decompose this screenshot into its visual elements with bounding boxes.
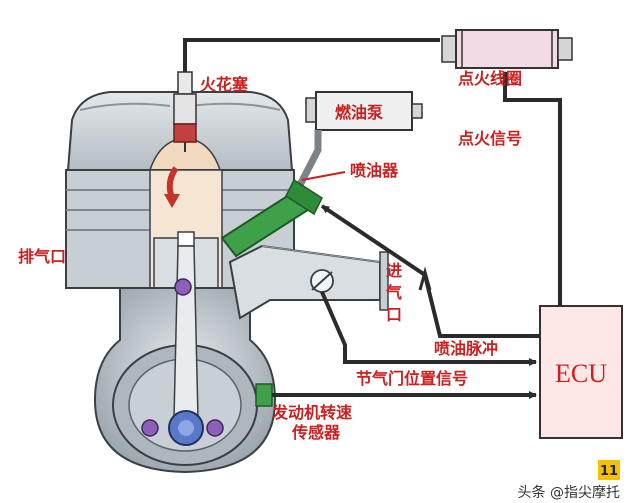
engine-speed-sensor (255, 383, 273, 407)
fuel-line (296, 130, 322, 187)
crank-pin-center (178, 420, 194, 436)
piston-pin (177, 231, 195, 247)
label-engine-speed-2: 传感器 (291, 423, 341, 442)
page-number-badge (598, 460, 620, 480)
watermark: 头条 @指尖摩托 (518, 484, 620, 501)
throttle-signal-line (320, 291, 537, 366)
head-fin (79, 102, 171, 111)
bolt (174, 278, 192, 296)
spark-plug-wire (183, 38, 440, 72)
label-engine-speed-1: 发动机转速 (271, 403, 352, 422)
label-intake-2: 气 (385, 283, 402, 302)
bolt (141, 419, 159, 437)
label-exhaust: 排气口 (18, 247, 66, 266)
spark-plug (173, 71, 197, 152)
injection-pulse-arrow (418, 266, 432, 291)
fuel-injector (220, 178, 323, 258)
labels: 火花塞 点火线圈 燃油泵 喷油器 点火信号 排气口 进 气 口 喷油脉冲 节气门… (18, 69, 522, 442)
page-number: 11 (600, 464, 618, 479)
label-spark-plug: 火花塞 (200, 75, 249, 94)
signal-lines (183, 38, 562, 399)
bolt (206, 419, 224, 437)
head-fin (189, 102, 281, 111)
ignition-signal-line (501, 71, 562, 306)
label-injection-pulse: 喷油脉冲 (434, 339, 498, 358)
label-fuel-pump: 燃油泵 (335, 103, 383, 122)
label-throttle-signal: 节气门位置信号 (356, 369, 468, 388)
pointer-lines (301, 171, 346, 181)
ecu-box: ECU (539, 305, 623, 439)
label-ignition-coil: 点火线圈 (458, 69, 522, 88)
connecting-rod (173, 245, 199, 419)
label-intake-1: 进 (386, 261, 402, 280)
intake-manifold (228, 244, 389, 320)
label-intake-3: 口 (386, 305, 402, 324)
ignition-coil (441, 29, 573, 69)
swirl-arrow-head (164, 194, 180, 208)
footer: 11 头条 @指尖摩托 (518, 460, 620, 501)
label-injector: 喷油器 (350, 161, 399, 180)
injection-pulse-line (320, 204, 540, 338)
ecu-label: ECU (555, 359, 607, 388)
fuel-pump (296, 91, 423, 187)
label-ignition-signal: 点火信号 (458, 129, 522, 148)
